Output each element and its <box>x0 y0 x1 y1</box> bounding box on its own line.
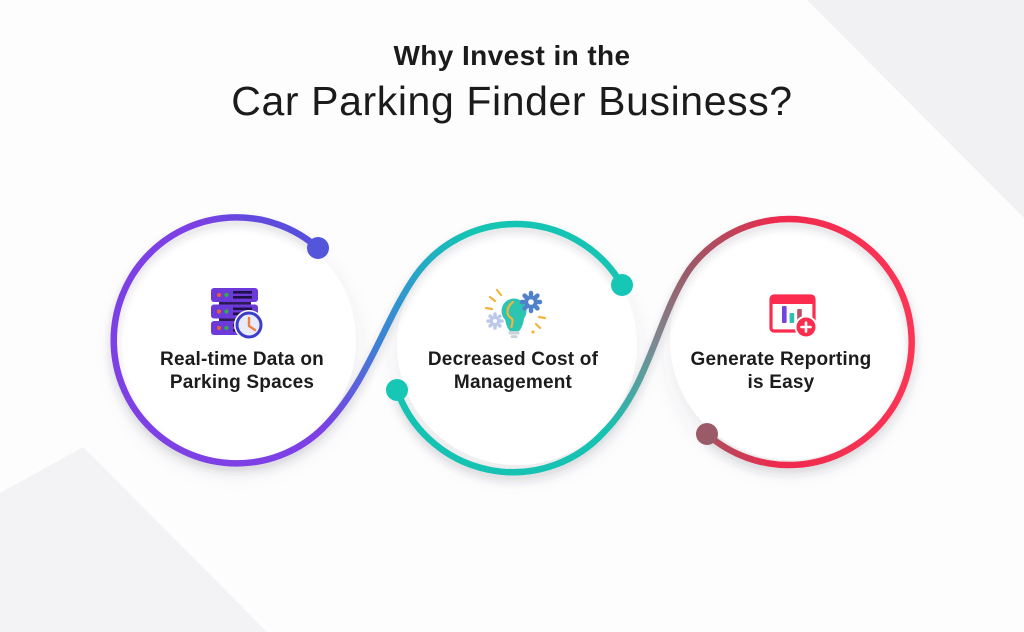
wave-endpoint-dot-3 <box>386 379 408 401</box>
wave-loop-1 <box>110 214 327 467</box>
wave-loop-2-bottom <box>393 386 608 476</box>
item-label-line1: Generate Reporting <box>690 349 872 370</box>
item-label-line2: is Easy <box>747 372 815 393</box>
title-line2: Car Parking Finder Business? <box>231 78 793 124</box>
wave-endpoint-dot-1 <box>307 237 329 259</box>
item-label-line2: Parking Spaces <box>169 372 315 393</box>
report-chart-add-icon <box>769 294 818 339</box>
wave-endpoint-dot-4 <box>696 423 718 445</box>
wave-endpoint-dot-2 <box>611 274 633 296</box>
title-line1: Why Invest in the <box>393 40 631 71</box>
item-label-line1: Decreased Cost of <box>427 349 599 370</box>
wave-loop-3 <box>685 215 915 469</box>
circle-card-3 <box>670 220 910 460</box>
item-label-line2: Management <box>453 372 573 393</box>
item-label-generate-reporting: Generate Reporting is Easy <box>666 348 896 394</box>
page-title: Why Invest in the Car Parking Finder Bus… <box>0 0 1024 125</box>
item-label-realtime-data: Real-time Data on Parking Spaces <box>127 348 357 394</box>
circle-card-1 <box>116 221 356 461</box>
idea-bulb-gears-icon <box>484 288 547 338</box>
wave-connector-2 <box>600 266 693 436</box>
circle-card-2 <box>397 225 637 465</box>
corner-decoration-bottom-left <box>0 447 267 632</box>
item-label-decreased-cost: Decreased Cost of Management <box>398 348 628 394</box>
wave-loop-2-top <box>412 220 626 289</box>
server-clock-icon <box>211 288 264 340</box>
wave-connector-1 <box>319 271 420 432</box>
item-label-line1: Real-time Data on <box>160 349 324 370</box>
corner-decoration-top-right <box>807 0 1024 218</box>
